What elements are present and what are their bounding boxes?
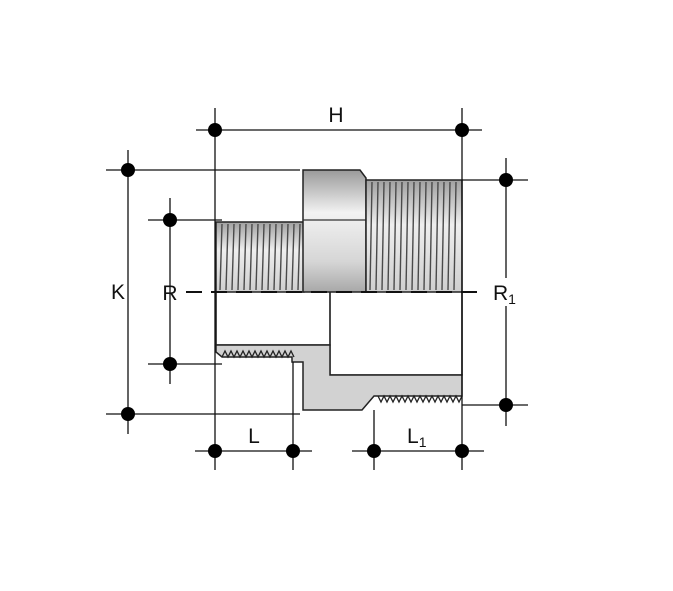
thread-ridge (399, 181, 403, 291)
dot-h-right (455, 123, 469, 137)
thread-ridge (381, 181, 385, 291)
thread-ridge (261, 223, 265, 291)
small-end-thread-ridges (219, 223, 301, 291)
thread-ridge (243, 223, 247, 291)
small-end-thread-profile (221, 349, 295, 359)
dot-r-top (163, 213, 177, 227)
dot-l-left (208, 444, 222, 458)
dot-r1-bottom (499, 398, 513, 412)
thread-ridge (429, 181, 433, 291)
fitting-cross-section (215, 292, 463, 411)
thread-ridge (375, 181, 379, 291)
thread-ridge (279, 223, 283, 291)
dot-l1-right (455, 444, 469, 458)
label-l1-sub: 1 (419, 434, 427, 450)
thread-ridge (393, 181, 397, 291)
label-l1: L1 (407, 425, 427, 450)
large-end-thread-profile (377, 394, 463, 404)
thread-ridge (447, 181, 451, 291)
thread-ridge (417, 181, 421, 291)
thread-ridge (255, 223, 259, 291)
thread-ridge (273, 223, 277, 291)
dot-k-bottom (121, 407, 135, 421)
fitting-external-view (215, 169, 463, 293)
thread-ridge (423, 181, 427, 291)
label-k: K (111, 281, 125, 304)
dot-r-bottom (163, 357, 177, 371)
dot-r1-top (499, 173, 513, 187)
label-r1-main: R (493, 282, 508, 305)
thread-ridge (231, 223, 235, 291)
thread-ridge (405, 181, 409, 291)
thread-ridge (219, 223, 223, 291)
thread-ridge (291, 223, 295, 291)
dimension-terminators (121, 123, 513, 458)
dot-k-top (121, 163, 135, 177)
thread-ridge (249, 223, 253, 291)
label-l: L (248, 425, 260, 448)
thread-ridge (411, 181, 415, 291)
dot-l1-left (367, 444, 381, 458)
thread-ridge (225, 223, 229, 291)
label-l1-main: L (407, 425, 419, 448)
thread-ridge (267, 223, 271, 291)
small-threaded-end (215, 221, 305, 293)
dot-l-right (286, 444, 300, 458)
thread-ridge (297, 223, 301, 291)
hex-collar (302, 169, 367, 293)
dot-h-left (208, 123, 222, 137)
large-end-thread-ridges (369, 181, 457, 291)
thread-ridge (435, 181, 439, 291)
label-r1: R1 (493, 282, 516, 307)
thread-ridge (285, 223, 289, 291)
thread-ridge (441, 181, 445, 291)
thread-ridge (453, 181, 457, 291)
label-r1-sub: 1 (508, 291, 516, 307)
label-r: R (162, 282, 177, 305)
thread-ridge (237, 223, 241, 291)
thread-ridge (387, 181, 391, 291)
label-h: H (328, 104, 343, 127)
thread-ridge (369, 181, 373, 291)
